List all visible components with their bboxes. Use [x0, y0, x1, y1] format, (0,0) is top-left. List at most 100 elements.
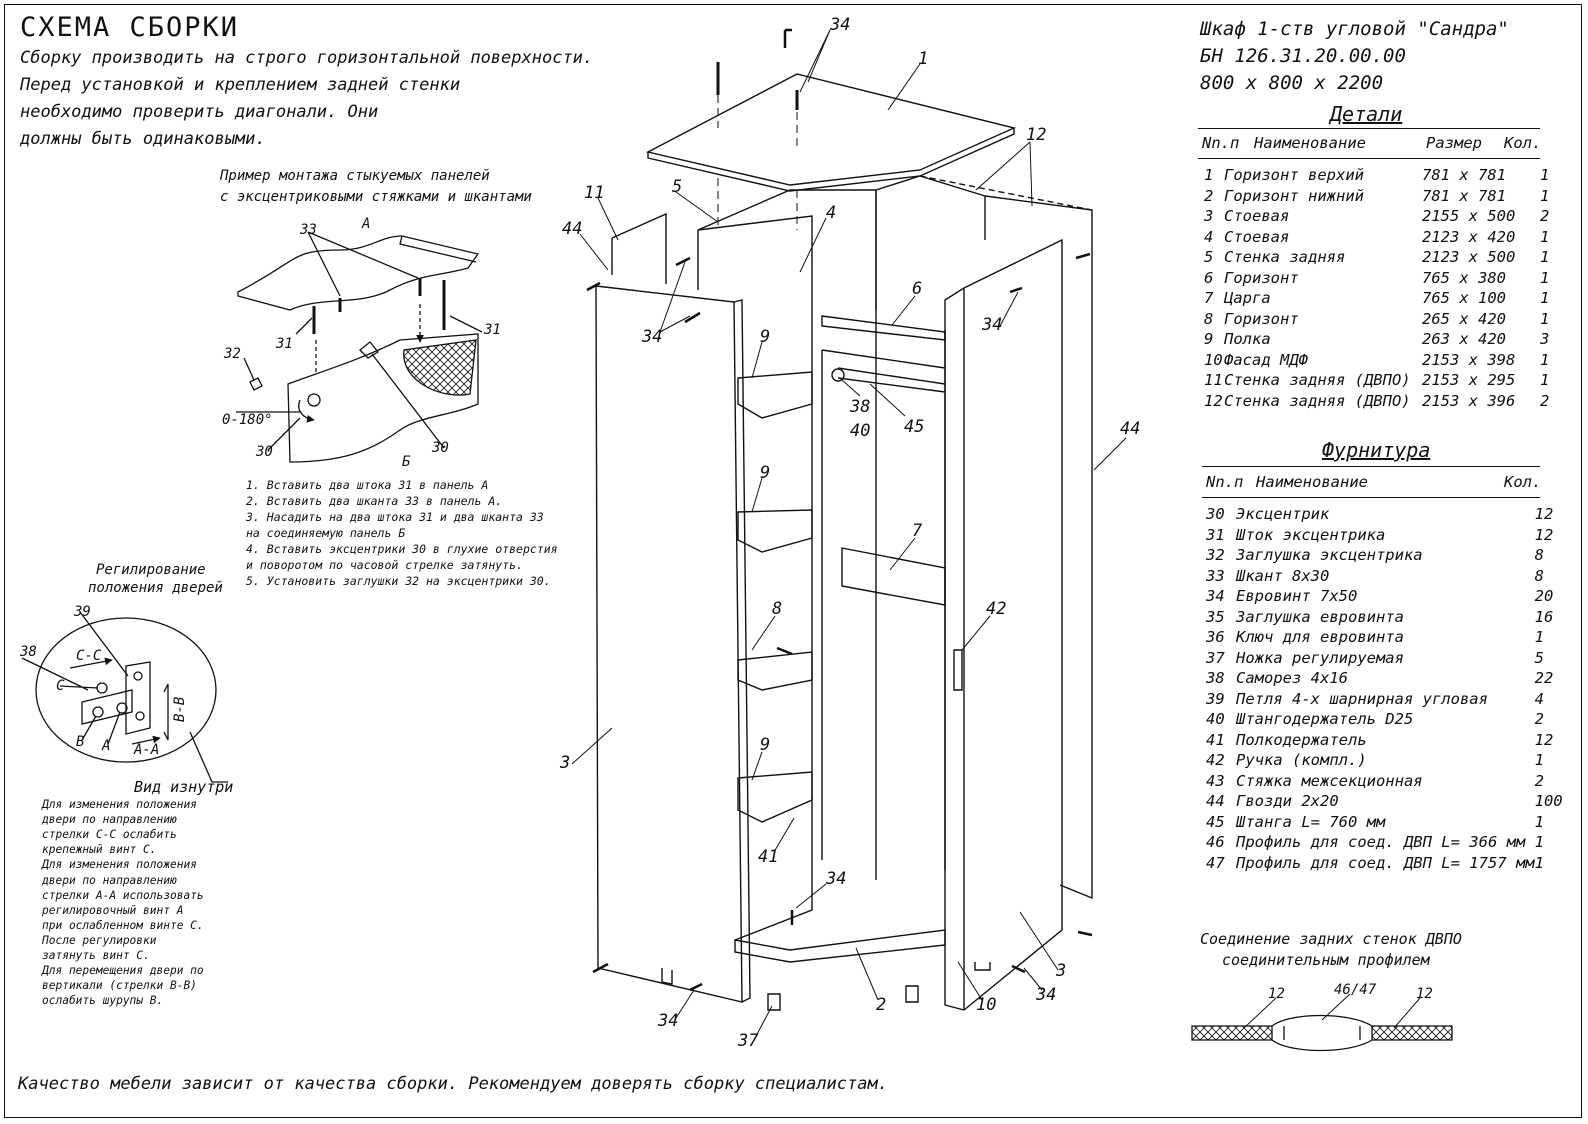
hardware-cell-num: 35: [1206, 607, 1225, 626]
hardware-cell-qty: 5: [1534, 648, 1544, 667]
hardware-cell-qty: 8: [1534, 546, 1544, 565]
hardware-cell-num: 37: [1206, 648, 1225, 667]
hardware-cell-name: Шкант 8х30: [1236, 566, 1330, 585]
callout-label: 38: [849, 397, 870, 417]
label-bb: В-В: [172, 697, 188, 722]
label-b: В: [76, 734, 84, 750]
label-46-47: 46/47: [1334, 982, 1377, 998]
mount-step: на соединяемую панель Б: [246, 526, 406, 540]
leader: [751, 477, 763, 513]
hardware-cell-name: Полкодержатель: [1236, 730, 1367, 749]
label-38: 38: [19, 644, 37, 660]
parts-cell-qty: 1: [1540, 309, 1550, 328]
door-adjust-note: После регулировки: [42, 933, 157, 947]
door-adjust-note: крепежный винт С.: [42, 843, 157, 857]
side-panel-3-left: [595, 285, 743, 1003]
hardware-cell-name: Штанга L= 760 мм: [1236, 812, 1386, 831]
mount-step: 1. Вставить два штока 31 в панель А: [246, 478, 489, 492]
hardware-cell-name: Евровинт 7х50: [1236, 587, 1358, 606]
parts-cell-qty: 1: [1540, 186, 1550, 205]
parts-cell-num: 4: [1204, 227, 1214, 246]
intro-line: должны быть одинаковыми.: [20, 129, 266, 149]
footer-note: Качество мебели зависит от качества сбор…: [18, 1074, 888, 1094]
callout-label: 34: [641, 327, 662, 347]
shelf-9-a: [737, 371, 813, 419]
mount-step: 3. Насадить на два штока 31 и два шканта…: [246, 510, 544, 524]
parts-cell-size: 2123 х 500: [1422, 248, 1516, 267]
hardware-cell-num: 34: [1206, 587, 1225, 606]
parts-cell-name: Стенка задняя: [1224, 248, 1346, 267]
product-dimensions: 800 х 800 х 2200: [1200, 72, 1384, 94]
inner-verticals: [821, 330, 946, 870]
screw-icon: [135, 711, 145, 721]
hardware-cell-num: 42: [1206, 751, 1225, 770]
col-num: Nn.п: [1206, 473, 1244, 492]
parts-cell-size: 765 х 100: [1422, 289, 1506, 308]
col-name: Наименование: [1256, 473, 1368, 492]
parts-cell-size: 2153 х 295: [1422, 371, 1516, 390]
hardware-cell-num: 43: [1206, 771, 1225, 790]
callout-label: 44: [562, 219, 582, 239]
screw-icon: [133, 671, 143, 681]
parts-cell-num: 2: [1204, 186, 1214, 205]
parts-cell-name: Царга: [1224, 289, 1271, 308]
partition-4: [697, 215, 813, 941]
door-adjust-title: положения дверей: [88, 580, 223, 596]
label-33: 33: [299, 222, 317, 238]
door-adjust-note: стрелки А-А использовать: [42, 888, 204, 902]
horizon-6: [821, 315, 946, 341]
door-adjust-note: затянуть винт С.: [42, 949, 150, 962]
eccentric-hole-icon: [307, 393, 321, 407]
hardware-cell-qty: 100: [1534, 792, 1563, 811]
hardware-cell-qty: 22: [1534, 669, 1554, 688]
leader: [841, 379, 861, 397]
parts-cell-size: 263 х 420: [1422, 330, 1506, 349]
door-adjust-note: вертикали (стрелки В-В): [42, 979, 197, 993]
door-adjust-note: Для перемещения двери по: [42, 964, 204, 978]
parts-cell-name: Горизонт верхий: [1224, 166, 1364, 185]
leader: [891, 295, 916, 326]
parts-cell-qty: 1: [1540, 166, 1550, 185]
parts-cell-num: 6: [1204, 268, 1214, 287]
hardware-cell-qty: 1: [1534, 628, 1544, 647]
door-adjust-note: регилировочный винт А: [42, 903, 184, 917]
parts-cell-num: 10: [1204, 350, 1223, 369]
leader: [751, 751, 763, 781]
intro-line: Перед установкой и креплением задней сте…: [20, 75, 461, 95]
callout-label: 34: [825, 869, 846, 889]
hardware-cell-qty: 20: [1534, 587, 1554, 606]
parts-cell-num: 3: [1204, 207, 1214, 226]
leader: [751, 615, 776, 651]
leader: [887, 63, 921, 111]
rail-45: [821, 349, 946, 393]
door-adjust-note: Для изменения положения: [42, 798, 197, 811]
hardware-cell-qty: 1: [1534, 751, 1544, 770]
label-a: А: [361, 216, 370, 232]
col-qty: Кол.: [1504, 134, 1542, 153]
back-join-title: соединительным профилем: [1222, 951, 1430, 969]
door-adjust-note: Для изменения положения: [42, 858, 197, 872]
hardware-cell-num: 40: [1206, 710, 1225, 729]
join-leaders: [1243, 993, 1421, 1029]
label-31: 31: [275, 336, 293, 352]
parts-cell-size: 781 х 781: [1422, 186, 1506, 205]
hardware-cell-qty: 12: [1534, 730, 1554, 749]
hardware-cell-num: 38: [1206, 669, 1225, 688]
callout-label: 3: [1055, 961, 1066, 981]
parts-header: Nn.п Наименование Размер Кол.: [1202, 133, 1541, 154]
hardware-cell-qty: 16: [1534, 607, 1554, 626]
mount-step: 4. Вставить эксцентрики 30 в глухие отве…: [246, 542, 558, 556]
door-adjust-note: двери по направлению: [42, 813, 177, 827]
